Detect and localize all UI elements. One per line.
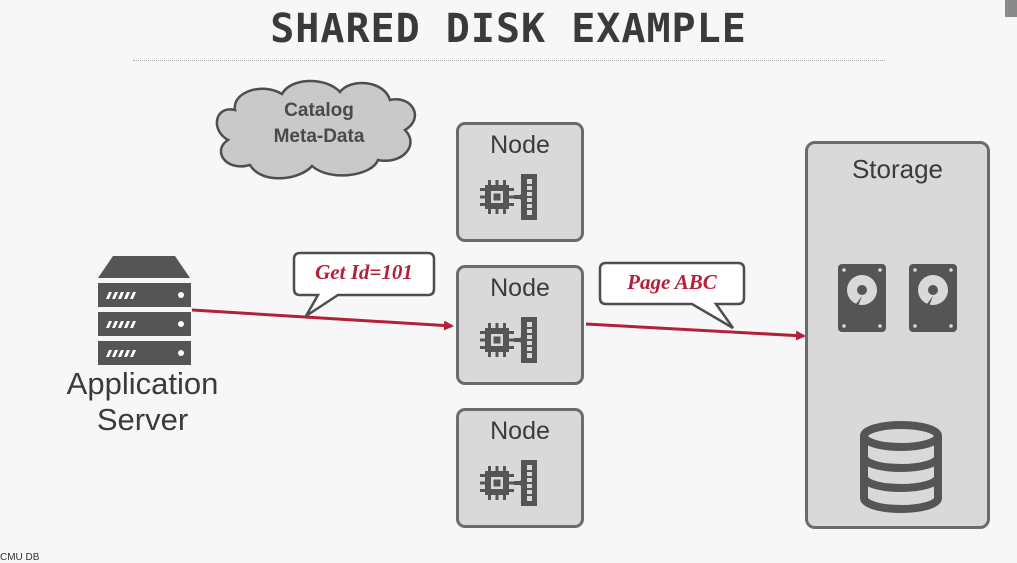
request-bubble-text: Get Id=101 (315, 260, 413, 284)
hard-drive-icon (909, 264, 957, 332)
response-arrow (585, 322, 806, 341)
cpu-memory-icon (480, 174, 537, 220)
node-label: Node (490, 417, 550, 445)
node-box-1: Node (456, 122, 584, 242)
catalog-label: Catalog Meta-Data (248, 98, 390, 150)
request-arrow (191, 308, 454, 331)
application-server-icon (98, 256, 191, 365)
request-bubble (292, 251, 436, 318)
response-bubble (598, 261, 746, 330)
database-icon (860, 421, 942, 513)
footer-label: CMU DB (0, 552, 40, 563)
cpu-memory-icon (480, 317, 537, 363)
node-box-2: Node (456, 265, 584, 385)
application-server-label-line1: Application (66, 366, 219, 401)
corner-marker (1005, 0, 1017, 17)
node-box-3: Node (456, 408, 584, 528)
catalog-cloud-icon (215, 79, 417, 180)
storage-label: Storage (851, 154, 944, 184)
catalog-label-line2: Meta-Data (273, 126, 365, 147)
application-server-label-line2: Server (96, 402, 189, 437)
storage-box: Storage (805, 141, 990, 529)
cpu-memory-icon (480, 460, 537, 506)
catalog-label-line1: Catalog (284, 100, 354, 121)
node-label: Node (490, 274, 550, 302)
response-bubble-text: Page ABC (627, 270, 717, 294)
storage-icons (838, 264, 957, 513)
hard-drive-icon (838, 264, 886, 332)
node-label: Node (490, 131, 550, 159)
title-divider (133, 60, 885, 61)
application-server-label: Application Server (40, 366, 245, 438)
slide-title: SHARED DISK EXAMPLE (270, 6, 747, 52)
